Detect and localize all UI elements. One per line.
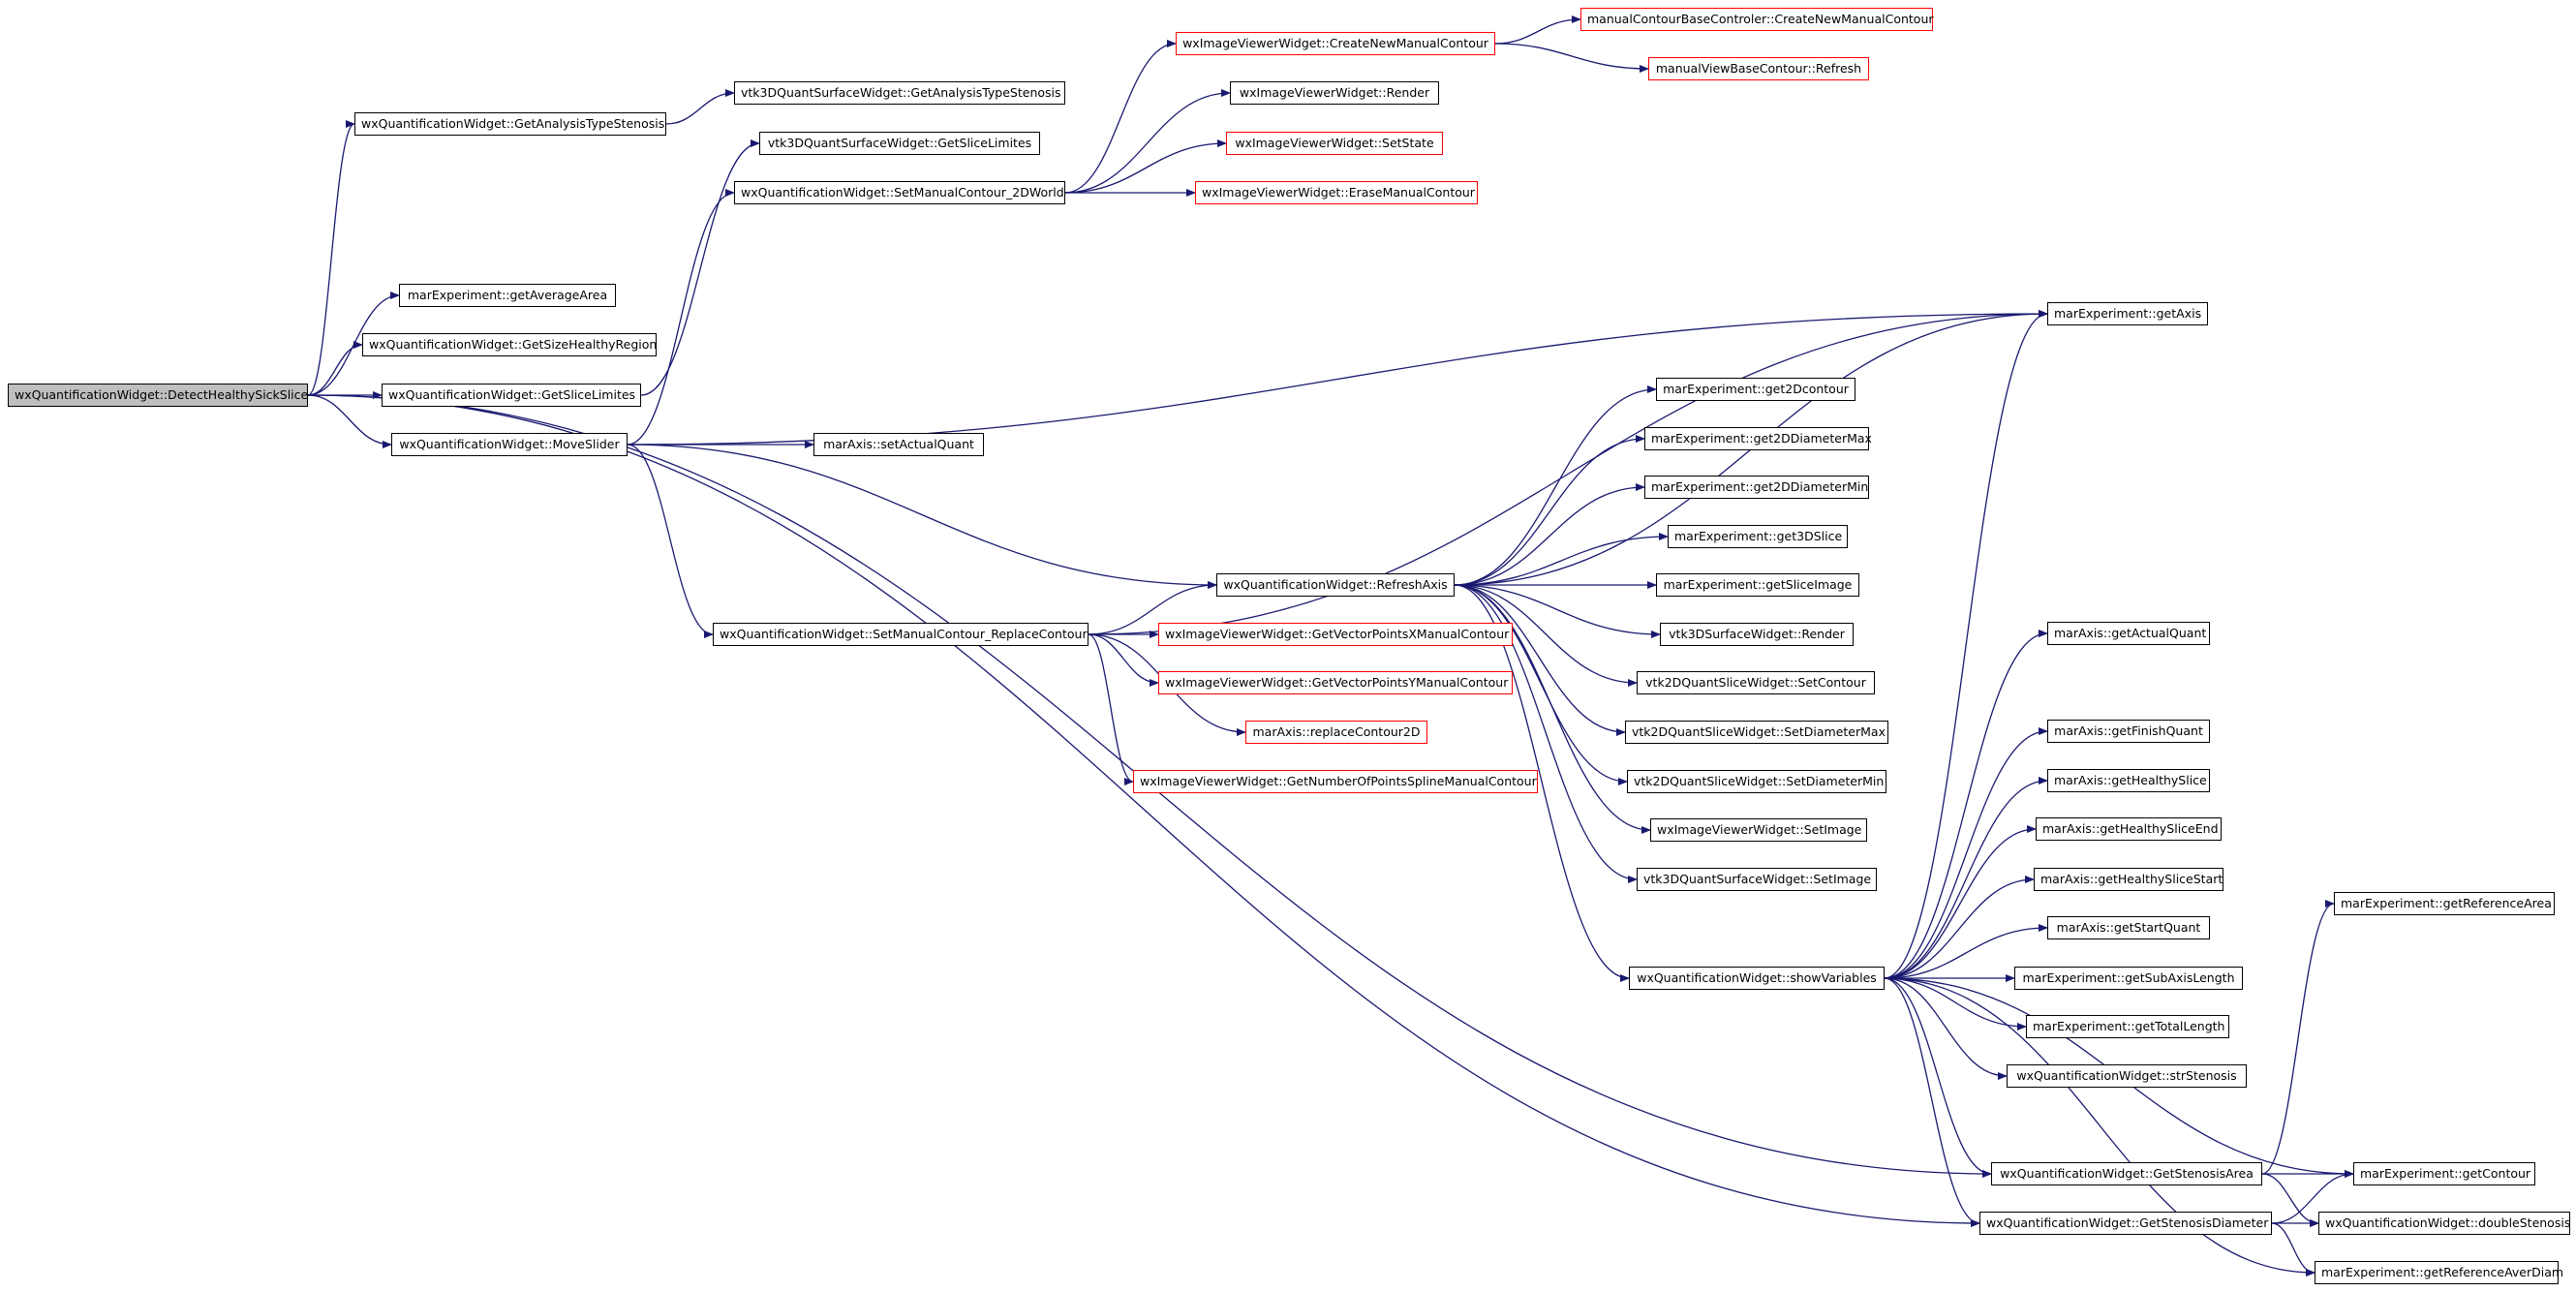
node-set-contour[interactable]: vtk2DQuantSliceWidget::SetContour — [1637, 671, 1875, 694]
node-move-slider[interactable]: wxQuantificationWidget::MoveSlider — [391, 433, 628, 456]
edge-n9-to-n14 — [1064, 139, 1227, 194]
edge-n34-to-n49 — [1884, 977, 2315, 1277]
node-set-actual-quant[interactable]: marAxis::setActualQuant — [813, 433, 984, 456]
edge-n17-to-n23 — [1454, 385, 1657, 586]
edge-n17-to-n30 — [1454, 584, 1626, 736]
node-wx-get-slice-limites[interactable]: wxQuantificationWidget::GetSliceLimites — [382, 384, 641, 407]
node-get-2d-diameter-min[interactable]: marExperiment::get2DDiameterMin — [1644, 476, 1869, 499]
edge-n1-to-n2 — [665, 89, 735, 125]
edge-n0-to-n1 — [307, 120, 355, 396]
node-detect-healthy-sick-slice[interactable]: wxQuantificationWidget::DetectHealthySic… — [8, 384, 308, 407]
edge-n34-to-n36 — [1884, 727, 2048, 979]
node-get-3d-slice[interactable]: marExperiment::get3DSlice — [1668, 525, 1848, 548]
node-get-contour[interactable]: marExperiment::getContour — [2353, 1162, 2535, 1185]
edge-n34-to-n39 — [1884, 876, 2035, 979]
edge-n47-to-n46 — [2271, 1170, 2354, 1224]
edge-n17-to-n25 — [1454, 483, 1645, 586]
node-get-reference-area[interactable]: marExperiment::getReferenceArea — [2334, 892, 2555, 915]
edge-n18-to-n16 — [1088, 310, 2048, 635]
node-get-healthy-slice-start[interactable]: marAxis::getHealthySliceStart — [2034, 868, 2223, 891]
edge-n17-to-n24 — [1454, 435, 1645, 586]
node-get-sub-axis-length[interactable]: marExperiment::getSubAxisLength — [2014, 967, 2243, 990]
node-show-variables[interactable]: wxQuantificationWidget::showVariables — [1629, 967, 1885, 990]
edge-n0-to-n7 — [307, 394, 392, 448]
edge-n34-to-n45 — [1884, 977, 1992, 1178]
edge-n7-to-n18 — [627, 444, 714, 638]
edge-n0-to-n47 — [307, 394, 1980, 1227]
node-vtk3d-get-slice-limites[interactable]: vtk3DQuantSurfaceWidget::GetSliceLimites — [759, 132, 1040, 155]
node-get-average-area[interactable]: marExperiment::getAverageArea — [399, 284, 616, 307]
node-get-total-length[interactable]: marExperiment::getTotalLength — [2026, 1015, 2229, 1038]
node-get-vector-points-y[interactable]: wxImageViewerWidget::GetVectorPointsYMan… — [1158, 671, 1513, 694]
edge-n34-to-n44 — [1884, 977, 2008, 1080]
node-get-finish-quant[interactable]: marAxis::getFinishQuant — [2047, 720, 2210, 743]
edge-n18-to-n17 — [1088, 581, 1217, 635]
edge-n9-to-n10 — [1064, 40, 1177, 194]
node-get-stenosis-area[interactable]: wxQuantificationWidget::GetStenosisArea — [1991, 1162, 2262, 1185]
edge-n18-to-n22 — [1088, 633, 1134, 785]
edge-n10-to-n12 — [1494, 43, 1649, 73]
node-get-actual-quant[interactable]: marAxis::getActualQuant — [2047, 622, 2210, 645]
node-str-stenosis[interactable]: wxQuantificationWidget::strStenosis — [2007, 1064, 2247, 1088]
edge-n47-to-n49 — [2271, 1222, 2315, 1277]
node-get-2d-diameter-max[interactable]: marExperiment::get2DDiameterMax — [1644, 427, 1872, 450]
node-get-number-of-points-spline[interactable]: wxImageViewerWidget::GetNumberOfPointsSp… — [1133, 770, 1538, 793]
node-get-stenosis-diameter[interactable]: wxQuantificationWidget::GetStenosisDiame… — [1979, 1212, 2272, 1235]
node-get-2d-contour[interactable]: marExperiment::get2Dcontour — [1656, 378, 1855, 401]
node-vtk3d-surface-render[interactable]: vtk3DSurfaceWidget::Render — [1660, 623, 1854, 646]
edge-n34-to-n41 — [1884, 924, 2048, 979]
edge-n34-to-n43 — [1884, 977, 2027, 1031]
node-controler-create-new-manual-contour[interactable]: manualContourBaseControler::CreateNewMan… — [1580, 8, 1934, 31]
edge-n34-to-n38 — [1884, 825, 2037, 979]
node-set-manual-contour-replace-contour[interactable]: wxQuantificationWidget::SetManualContour… — [713, 623, 1089, 646]
node-get-vector-points-x[interactable]: wxImageViewerWidget::GetVectorPointsXMan… — [1158, 623, 1513, 646]
node-get-start-quant[interactable]: marAxis::getStartQuant — [2047, 916, 2210, 939]
edge-n17-to-n33 — [1454, 584, 1638, 883]
node-get-healthy-slice-end[interactable]: marAxis::getHealthySliceEnd — [2036, 817, 2222, 841]
edge-n17-to-n29 — [1454, 584, 1638, 687]
edge-n7-to-n9 — [627, 189, 735, 446]
node-erase-manual-contour[interactable]: wxImageViewerWidget::EraseManualContour — [1195, 181, 1478, 204]
node-image-viewer-set-state[interactable]: wxImageViewerWidget::SetState — [1226, 132, 1443, 155]
edge-n9-to-n13 — [1064, 89, 1231, 194]
edge-n5-to-n6 — [640, 139, 760, 396]
edge-n45-to-n40 — [2261, 900, 2335, 1175]
edge-n34-to-n35 — [1884, 630, 2048, 979]
edge-n10-to-n11 — [1494, 15, 1581, 45]
edge-n18-to-n20 — [1088, 633, 1159, 687]
node-image-viewer-render[interactable]: wxImageViewerWidget::Render — [1230, 81, 1439, 105]
edge-n34-to-n37 — [1884, 777, 2048, 979]
node-wx-get-analysis-type-stenosis[interactable]: wxQuantificationWidget::GetAnalysisTypeS… — [354, 112, 666, 136]
edge-n34-to-n16 — [1884, 310, 2048, 979]
node-replace-contour-2d[interactable]: marAxis::replaceContour2D — [1245, 721, 1427, 744]
node-set-diameter-max[interactable]: vtk2DQuantSliceWidget::SetDiameterMax — [1625, 721, 1888, 744]
node-get-size-healthy-region[interactable]: wxQuantificationWidget::GetSizeHealthyRe… — [362, 333, 657, 356]
node-double-stenosis[interactable]: wxQuantificationWidget::doubleStenosis — [2318, 1212, 2570, 1235]
edge-n34-to-n47 — [1884, 977, 1980, 1227]
edge-n0-to-n4 — [307, 341, 363, 396]
edge-n17-to-n26 — [1454, 533, 1669, 586]
node-manual-view-refresh[interactable]: manualViewBaseContour::Refresh — [1648, 57, 1869, 80]
node-vtk3d-quant-set-image[interactable]: vtk3DQuantSurfaceWidget::SetImage — [1637, 868, 1877, 891]
node-get-slice-image[interactable]: marExperiment::getSliceImage — [1656, 573, 1859, 597]
node-set-manual-contour-2d-world[interactable]: wxQuantificationWidget::SetManualContour… — [734, 181, 1065, 204]
node-image-viewer-set-image[interactable]: wxImageViewerWidget::SetImage — [1650, 818, 1867, 842]
edge-n17-to-n28 — [1454, 584, 1661, 638]
node-refresh-axis[interactable]: wxQuantificationWidget::RefreshAxis — [1216, 573, 1455, 597]
edge-n7-to-n17 — [627, 444, 1217, 589]
node-set-diameter-min[interactable]: vtk2DQuantSliceWidget::SetDiameterMin — [1627, 770, 1886, 793]
node-create-new-manual-contour[interactable]: wxImageViewerWidget::CreateNewManualCont… — [1176, 32, 1495, 55]
node-get-axis[interactable]: marExperiment::getAxis — [2047, 302, 2208, 325]
edge-n17-to-n34 — [1454, 584, 1630, 982]
node-vtk3d-get-analysis-type-stenosis[interactable]: vtk3DQuantSurfaceWidget::GetAnalysisType… — [734, 81, 1065, 105]
node-get-reference-aver-diam[interactable]: marExperiment::getReferenceAverDiam — [2315, 1261, 2563, 1284]
edge-n17-to-n32 — [1454, 584, 1651, 834]
node-get-healthy-slice[interactable]: marAxis::getHealthySlice — [2047, 769, 2210, 792]
